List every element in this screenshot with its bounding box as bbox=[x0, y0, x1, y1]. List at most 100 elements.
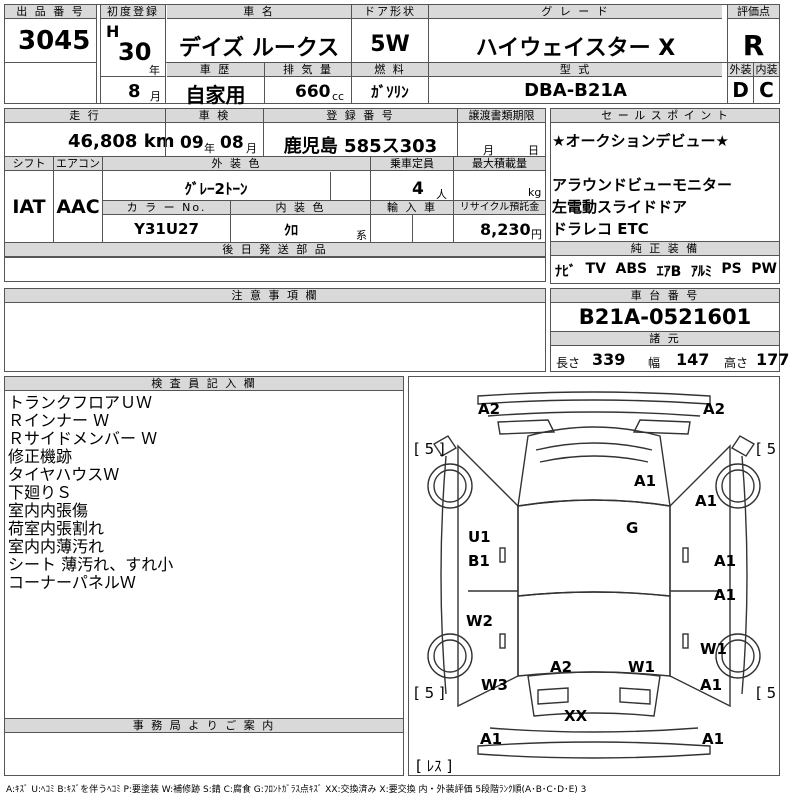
plate: 鹿児島 585ス303 bbox=[283, 136, 438, 157]
equip-pw: PW bbox=[751, 261, 777, 277]
remark-11: コーナーパネルＷ bbox=[8, 573, 136, 592]
office-label: 事 務 局 よ り ご 案 内 bbox=[5, 719, 403, 733]
remark-7: 室内内張傷 bbox=[8, 501, 89, 520]
legend: A:ｷｽﾞ U:ﾍｺﾐ B:ｷｽﾞを伴うﾍｺﾐ P:要塗装 W:補修跡 S:錆 … bbox=[6, 785, 587, 795]
load-label: 最大積載量 bbox=[454, 157, 545, 171]
type-code: DBA-B21A bbox=[524, 80, 627, 101]
inspection-label: 車 検 bbox=[166, 109, 263, 123]
remark-2: Ｒインナー Ｗ bbox=[8, 411, 110, 430]
chassis-box bbox=[550, 288, 780, 372]
import-label: 輸 入 車 bbox=[371, 201, 453, 215]
interior-color-label: 内 装 色 bbox=[231, 201, 370, 215]
interior-color-unit: 系 bbox=[356, 229, 367, 242]
remark-10: シート 薄汚れ、すれ小 bbox=[8, 555, 174, 574]
exterior-score: D bbox=[732, 78, 749, 102]
height-value: 177 bbox=[756, 350, 790, 369]
damage-left-front-door-b: B1 bbox=[468, 552, 490, 570]
chassis-label: 車 台 番 号 bbox=[551, 289, 779, 303]
sales-point-4: ドラレコ ETC bbox=[552, 220, 649, 238]
mileage-label: 走 行 bbox=[5, 109, 165, 123]
displacement: 660 bbox=[295, 82, 331, 102]
shift: IAT bbox=[12, 196, 46, 218]
sales-point-1: ★オークションデビュー★ bbox=[552, 132, 729, 150]
damage-roof: G bbox=[626, 519, 638, 537]
reg-year: 30 bbox=[118, 38, 152, 66]
width-value: 147 bbox=[676, 350, 710, 369]
sales-point-2: アラウンドビューモニター bbox=[552, 176, 733, 194]
damage-left-rear-door: W2 bbox=[466, 612, 493, 630]
remark-9: 室内内薄汚れ bbox=[8, 537, 105, 556]
tire-mark-rr: [ 5 ] bbox=[756, 684, 780, 702]
fuel: ｶﾞｿﾘﾝ bbox=[371, 83, 409, 101]
exterior-label: 外装 bbox=[728, 63, 753, 77]
transfer-day-unit: 日 bbox=[528, 144, 539, 157]
lot-number: 3045 bbox=[18, 26, 91, 56]
model-name-label: 車 名 bbox=[167, 5, 351, 19]
color-no-label: カ ラ ー No. bbox=[103, 201, 230, 215]
equip-tv: TV bbox=[585, 261, 606, 277]
lot-label: 出 品 番 号 bbox=[5, 5, 96, 19]
remark-8: 荷室内張割れ bbox=[8, 519, 105, 538]
equip-navi: ﾅﾋﾞ bbox=[555, 264, 576, 280]
inspector-label: 検 査 員 記 入 欄 bbox=[5, 377, 403, 391]
damage-right-front-door: A1 bbox=[714, 552, 736, 570]
ac-label: エアコン bbox=[54, 157, 102, 171]
notes-label: 注 意 事 項 欄 bbox=[5, 289, 545, 303]
first-reg-label: 初度登録 bbox=[101, 5, 165, 19]
length-label: 長さ bbox=[556, 356, 581, 370]
sales-points-box bbox=[550, 108, 780, 284]
history-label: 車 歴 bbox=[167, 63, 264, 77]
damage-rear-right: W1 bbox=[628, 658, 655, 676]
height-label: 高さ bbox=[724, 356, 749, 370]
damage-front-right-bumper: A2 bbox=[703, 400, 725, 418]
ac: AAC bbox=[56, 196, 100, 218]
inspection-month-unit: 月 bbox=[246, 142, 257, 155]
damage-rear-left: A2 bbox=[550, 658, 572, 676]
interior-label: 内装 bbox=[754, 63, 779, 77]
color-label: 外 装 色 bbox=[103, 157, 370, 171]
type-label: 型 式 bbox=[429, 63, 722, 77]
load-unit: kg bbox=[528, 186, 542, 199]
displacement-label: 排 気 量 bbox=[265, 63, 351, 77]
mileage: 46,808 km bbox=[68, 131, 175, 152]
capacity-unit: 人 bbox=[436, 188, 447, 201]
top-grid bbox=[4, 4, 780, 104]
remark-6: 下廻りＳ bbox=[8, 483, 73, 502]
transfer-month-unit: 月 bbox=[483, 144, 494, 157]
damage-rear-panel: XX bbox=[564, 707, 588, 725]
damage-right-rear-fender: W1 bbox=[700, 640, 727, 658]
damage-left-front-door-u: U1 bbox=[468, 528, 491, 546]
inspection-year: 09 bbox=[180, 133, 204, 153]
equip-alloy: ｱﾙﾐ bbox=[690, 264, 712, 280]
remark-5: タイヤハウスＷ bbox=[8, 465, 120, 484]
interior-score: C bbox=[759, 78, 774, 102]
displacement-unit: cc bbox=[332, 90, 345, 103]
tire-mark-rl: [ 5 ] bbox=[414, 684, 445, 702]
era: H bbox=[106, 22, 120, 41]
score: R bbox=[742, 29, 765, 62]
chassis-number: B21A-0521601 bbox=[578, 305, 752, 329]
recycle-label: リサイクル預託金 bbox=[454, 201, 545, 215]
dims-label: 諸 元 bbox=[551, 332, 779, 346]
sales-points-label: セ ー ル ス ポ イ ン ト bbox=[551, 109, 779, 123]
tire-mark-fr: [ 5 ] bbox=[756, 440, 780, 458]
plate-label: 登 録 番 号 bbox=[264, 109, 457, 123]
model-name: デイズ ルークス bbox=[178, 36, 340, 61]
damage-rear-bumper-left: A1 bbox=[480, 730, 502, 748]
shift-label: シフト bbox=[5, 157, 53, 171]
grade: ハイウェイスター X bbox=[475, 36, 676, 61]
tire-mark-fl: [ 5 ] bbox=[414, 440, 445, 458]
sales-point-3: 左電動スライドドア bbox=[552, 198, 688, 216]
car-diagram-box bbox=[408, 376, 780, 776]
grade-label: グ レ ー ド bbox=[429, 5, 722, 19]
damage-right-quarter: A1 bbox=[700, 676, 722, 694]
inspection-month: 08 bbox=[220, 133, 244, 153]
damage-front-left-bumper: A2 bbox=[478, 400, 500, 418]
year-unit: 年 bbox=[149, 64, 160, 77]
remark-1: トランクフロアＵＷ bbox=[8, 393, 153, 412]
equip-airbag: ｴｱB bbox=[656, 264, 682, 280]
equipment-label: 純 正 装 備 bbox=[551, 242, 779, 256]
reg-month: 8 bbox=[128, 81, 141, 102]
damage-left-rear-fender: W3 bbox=[481, 676, 508, 694]
capacity: 4 bbox=[412, 179, 424, 199]
